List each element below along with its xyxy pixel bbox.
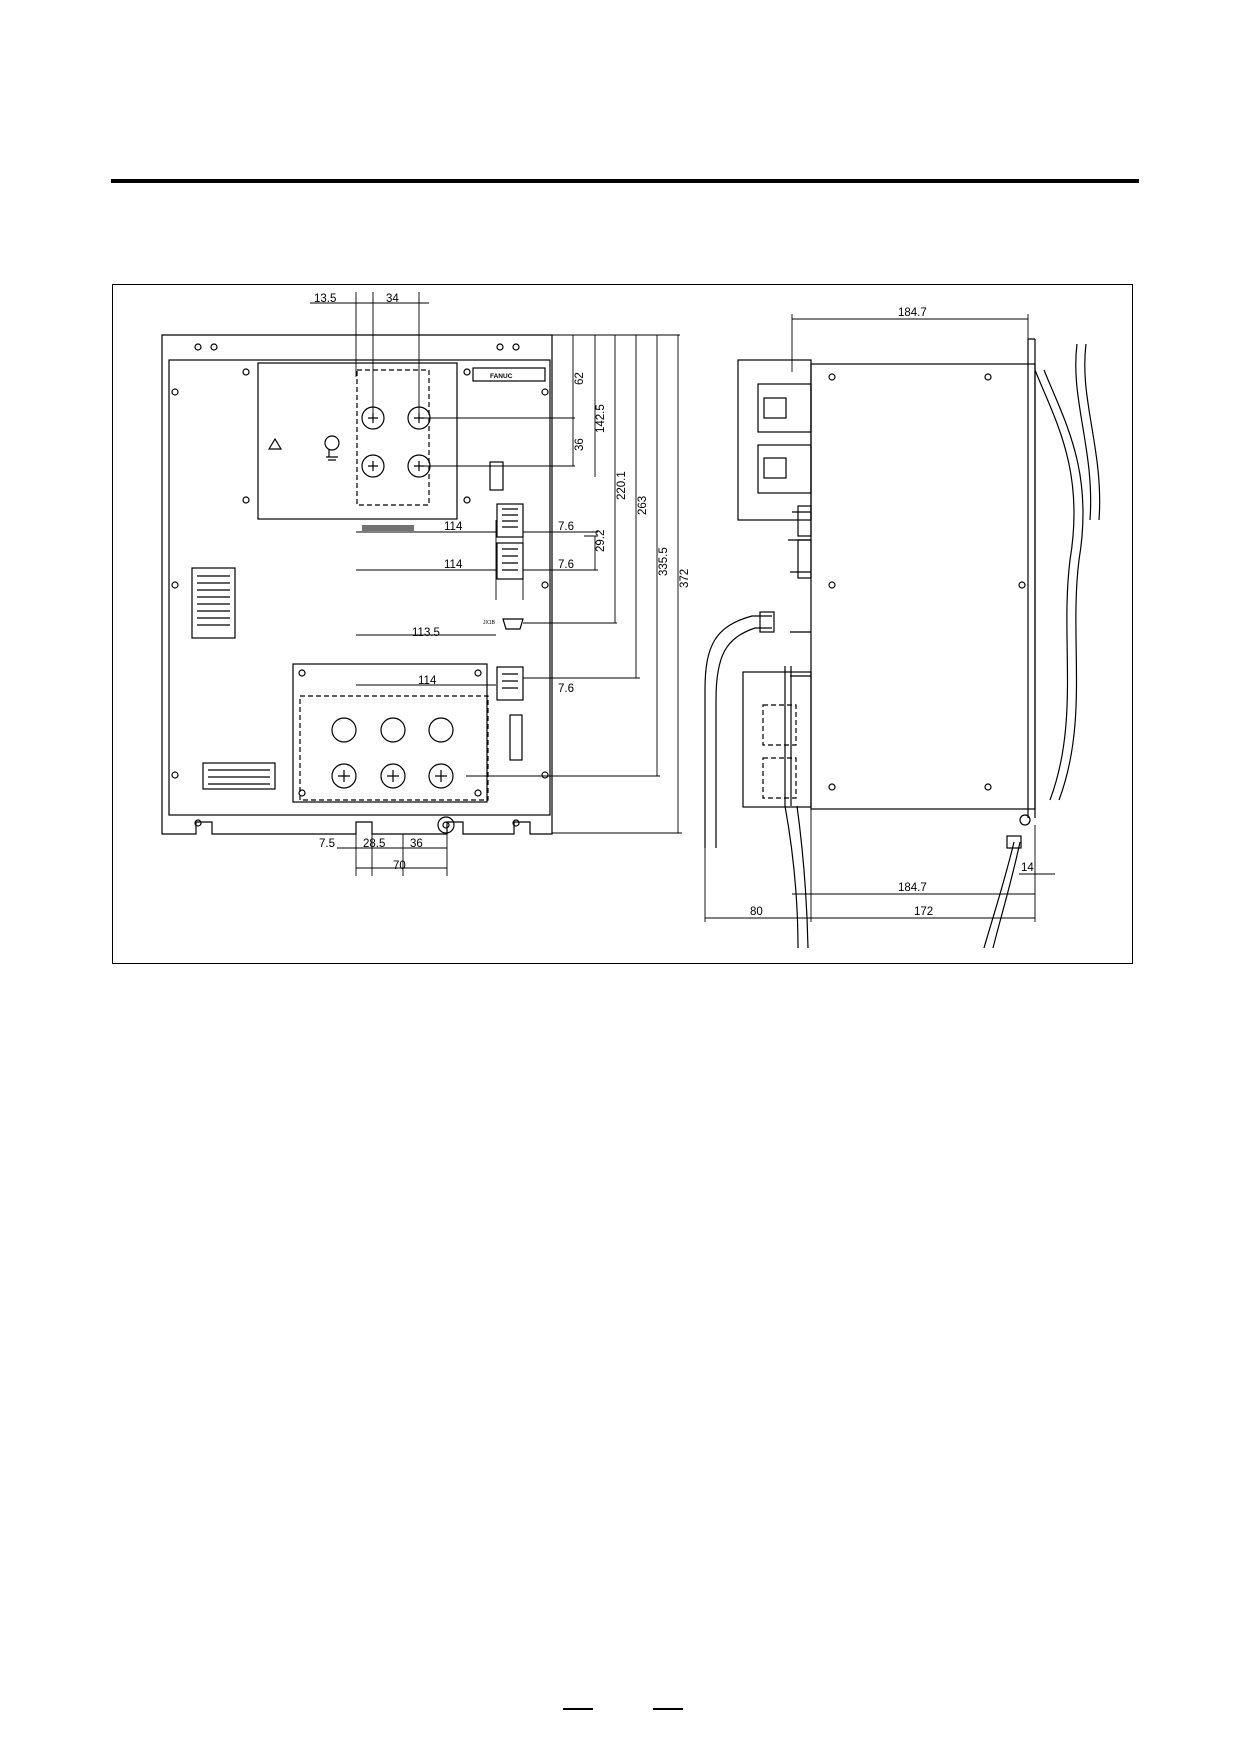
cabinet-body	[168, 359, 551, 816]
mounting-holes	[194, 343, 520, 827]
connector-label: JX1B	[483, 620, 496, 626]
dim-h-114-c: 114	[418, 675, 437, 687]
brand-label: FANUC	[490, 373, 513, 380]
dim-offset: 13.5	[314, 293, 336, 305]
dim-v-263: 263	[637, 496, 649, 515]
upper-terminals	[361, 406, 431, 478]
dim-v-142-5: 142.5	[595, 404, 607, 433]
dim-h-113-5: 113.5	[412, 627, 440, 639]
side-view: 184.7 184.7 14 80 172	[704, 307, 1101, 949]
brand-plate	[472, 367, 546, 382]
dim-side-depth: 172	[914, 906, 933, 918]
upper-terminal-cover	[257, 362, 458, 520]
dim-h-114-b: 114	[444, 559, 463, 571]
right-cable	[1034, 369, 1084, 801]
dim-h-114-a: 114	[444, 521, 463, 533]
lower-terminals	[331, 717, 454, 789]
caution-strip	[362, 525, 414, 531]
dim-h-7-6-c: 7.6	[558, 683, 574, 695]
rating-plate	[191, 567, 236, 639]
dim-b-36: 36	[410, 838, 423, 850]
dimension-texts: 13.5 34 62 36 142.5 220.1 263 335.5 372 …	[314, 293, 691, 872]
lower-cables	[784, 805, 809, 949]
jx1b-connector	[502, 618, 524, 630]
dim-v-335-5: 335.5	[658, 547, 670, 576]
side-dimension-lines	[704, 314, 1055, 922]
dim-pitch: 34	[386, 293, 399, 305]
dim-side-flange: 14	[1021, 862, 1034, 874]
side-flange	[1027, 338, 1036, 818]
dim-side-top-width: 184.7	[898, 307, 927, 319]
dim-side-bottom-width: 184.7	[898, 882, 927, 894]
lower-label	[202, 762, 276, 790]
dim-v-220-1: 220.1	[616, 471, 628, 500]
lower-terminal-block	[742, 666, 812, 808]
dimension-lines	[310, 292, 682, 876]
dim-side-cable-clearance: 80	[750, 906, 763, 918]
dim-v-372: 372	[679, 569, 691, 588]
connectors: JX1B	[483, 461, 524, 701]
side-screws	[171, 388, 549, 779]
dim-v-29-2: 29.2	[595, 530, 607, 552]
dim-v-62: 62	[574, 372, 586, 385]
side-housing	[810, 363, 1036, 810]
dim-b-28-5: 28.5	[363, 838, 385, 850]
cable-loop	[704, 615, 772, 848]
dim-h-7-6-b: 7.6	[558, 559, 574, 571]
mounting-plate	[161, 334, 553, 835]
warning-triangle-icon	[267, 437, 283, 450]
lower-terminal-cover	[292, 663, 488, 803]
footer-rule-left	[563, 1708, 593, 1710]
footer-rule-right	[653, 1708, 683, 1710]
dim-v-36: 36	[574, 438, 586, 451]
figure-frame	[112, 284, 1133, 964]
dim-b-7-5: 7.5	[319, 838, 335, 850]
header-rule	[111, 179, 1139, 183]
dim-b-70: 70	[393, 860, 406, 872]
dim-h-7-6-a: 7.6	[558, 521, 574, 533]
upper-terminal-block	[737, 359, 812, 521]
ground-symbol-icon	[324, 435, 340, 461]
side-dimension-texts: 184.7 184.7 14 80 172	[750, 307, 1034, 918]
front-view: FANUC JX1B	[161, 292, 691, 876]
